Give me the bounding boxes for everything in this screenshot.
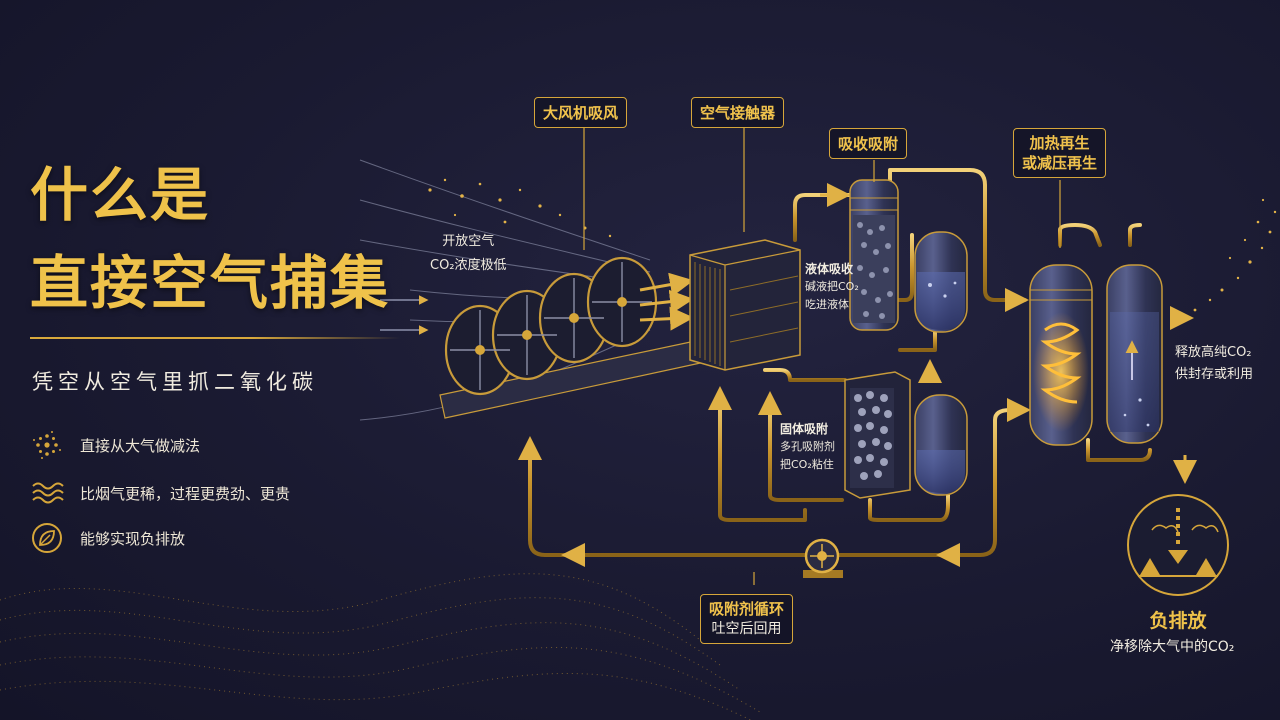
solid-adsorption-note: 固体吸附 多孔吸附剂 把CO₂粘住 bbox=[780, 420, 835, 474]
negative-emission-icon bbox=[1127, 494, 1229, 596]
circulation-pump bbox=[803, 538, 843, 578]
feature-item-negative: 能够实现负排放 bbox=[30, 521, 185, 555]
open-air-label: 开放空气 bbox=[442, 234, 495, 249]
regenerator-column bbox=[1029, 264, 1093, 446]
liquid-line1: 碱液把CO₂ bbox=[805, 280, 859, 293]
decorative-wave-dots bbox=[0, 573, 761, 720]
step-fans-label: 大风机吸风 bbox=[534, 97, 628, 128]
release-note: 释放高纯CO₂ 供封存或利用 bbox=[1175, 342, 1253, 386]
page-subtitle: 凭空从空气里抓二氧化碳 bbox=[32, 370, 318, 394]
solid-sorbent-bed bbox=[844, 371, 911, 499]
air-contactor-unit bbox=[689, 239, 801, 371]
liquid-title: 液体吸收 bbox=[805, 262, 854, 276]
solid-title: 固体吸附 bbox=[780, 422, 829, 436]
co2-release-spray bbox=[1193, 198, 1277, 312]
cycle-title: 吸附剂循环 bbox=[709, 600, 785, 618]
feature-label: 比烟气更稀，过程更费劲、更贵 bbox=[80, 484, 291, 503]
co2-concentration-label: CO₂浓度极低 bbox=[430, 258, 507, 273]
release-column bbox=[1106, 264, 1163, 444]
step-contactor-label: 空气接触器 bbox=[691, 97, 785, 128]
pipe-network bbox=[528, 168, 1187, 557]
negative-emission-sub: 净移除大气中的CO₂ bbox=[1110, 639, 1235, 655]
regen-line2: 或减压再生 bbox=[1022, 154, 1098, 172]
feature-item-dilute: 比烟气更稀，过程更费劲、更贵 bbox=[30, 476, 290, 510]
co2-particles bbox=[428, 178, 612, 238]
wavy-lines-icon bbox=[32, 482, 64, 504]
solid-line1: 多孔吸附剂 bbox=[780, 440, 835, 453]
feature-label: 能够实现负排放 bbox=[80, 529, 186, 548]
solid-tank bbox=[914, 394, 968, 496]
leaf-circle-icon bbox=[32, 523, 62, 553]
liquid-absorption-note: 液体吸收 碱液把CO₂ 吃进液体 bbox=[805, 260, 859, 314]
negative-emission-title: 负排放 bbox=[1149, 610, 1207, 632]
title-divider bbox=[30, 337, 400, 339]
air-arrows bbox=[380, 295, 429, 335]
cycle-sub: 吐空后回用 bbox=[711, 621, 782, 637]
fan-array bbox=[439, 256, 706, 419]
page-title-line1: 什么是 bbox=[30, 161, 211, 229]
label-leader-lines bbox=[583, 127, 1061, 585]
feature-label: 直接从大气做减法 bbox=[80, 436, 201, 455]
liquid-tank bbox=[914, 231, 968, 333]
solid-line2: 把CO₂粘住 bbox=[780, 458, 834, 471]
page-title-line2: 直接空气捕集 bbox=[30, 249, 391, 317]
liquid-absorption-column bbox=[849, 179, 899, 331]
step-regen-label: 加热再生 或减压再生 bbox=[1013, 128, 1107, 178]
release-line1: 释放高纯CO₂ bbox=[1175, 345, 1252, 360]
release-line2: 供封存或利用 bbox=[1175, 367, 1254, 382]
step-absorb-label: 吸收吸附 bbox=[829, 128, 908, 159]
liquid-line2: 吃进液体 bbox=[805, 298, 849, 311]
dots-cluster-icon bbox=[33, 431, 61, 459]
feature-item-atmosphere: 直接从大气做减法 bbox=[30, 428, 200, 462]
step-cycle-label: 吸附剂循环 吐空后回用 bbox=[700, 594, 794, 644]
regen-line1: 加热再生 bbox=[1029, 134, 1090, 152]
open-air-note: 开放空气 CO₂浓度极低 bbox=[430, 230, 507, 278]
